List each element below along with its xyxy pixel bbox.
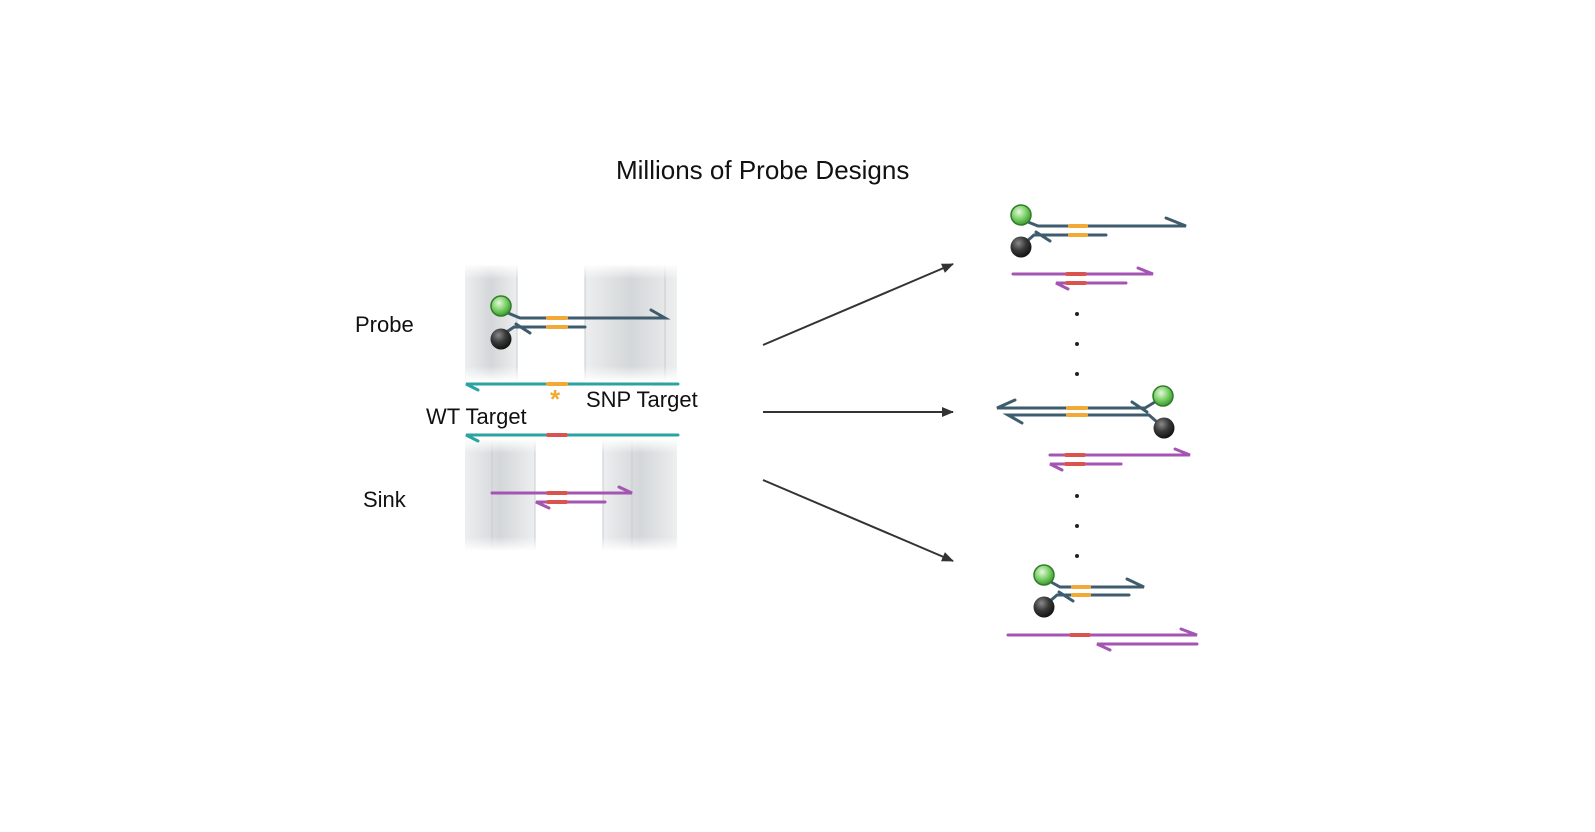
- wt-target-label: WT Target: [426, 404, 527, 429]
- ellipsis-lower: [1075, 494, 1081, 584]
- probe-panel-group: [465, 265, 677, 380]
- design-3-probe: [1047, 577, 1145, 604]
- snp-target-strand: [465, 382, 680, 392]
- design-3-sink: [1006, 627, 1199, 652]
- fluorophore-icon: [490, 295, 512, 317]
- sink-label: Sink: [363, 487, 406, 512]
- fluorophore-icon: [1152, 385, 1174, 407]
- arrow-icon: [762, 479, 954, 562]
- fluorophore-icon: [1010, 204, 1032, 226]
- design-1-probe: [1024, 216, 1187, 244]
- ellipsis-upper: [1075, 312, 1081, 402]
- arrow-icon: [762, 263, 954, 346]
- probe-label: Probe: [355, 312, 414, 337]
- quencher-icon: [1010, 236, 1032, 258]
- arrow-group: [762, 263, 954, 562]
- probe-molecule-left: [503, 308, 671, 335]
- snp-marker: *: [550, 384, 561, 414]
- design-2-sink: [1048, 447, 1191, 472]
- fluorophore-icon: [1033, 564, 1055, 586]
- quencher-icon: [1033, 596, 1055, 618]
- sink-panel-group: [465, 440, 677, 550]
- wt-target-strand: [465, 433, 680, 443]
- snp-target-label: SNP Target: [586, 387, 698, 412]
- design-2-probe: [996, 398, 1159, 425]
- quencher-icon: [490, 328, 512, 350]
- diagram-title: Millions of Probe Designs: [616, 155, 910, 185]
- quencher-icon: [1153, 417, 1175, 439]
- design-1-sink: [1011, 266, 1154, 291]
- sink-molecule-left: [490, 485, 633, 510]
